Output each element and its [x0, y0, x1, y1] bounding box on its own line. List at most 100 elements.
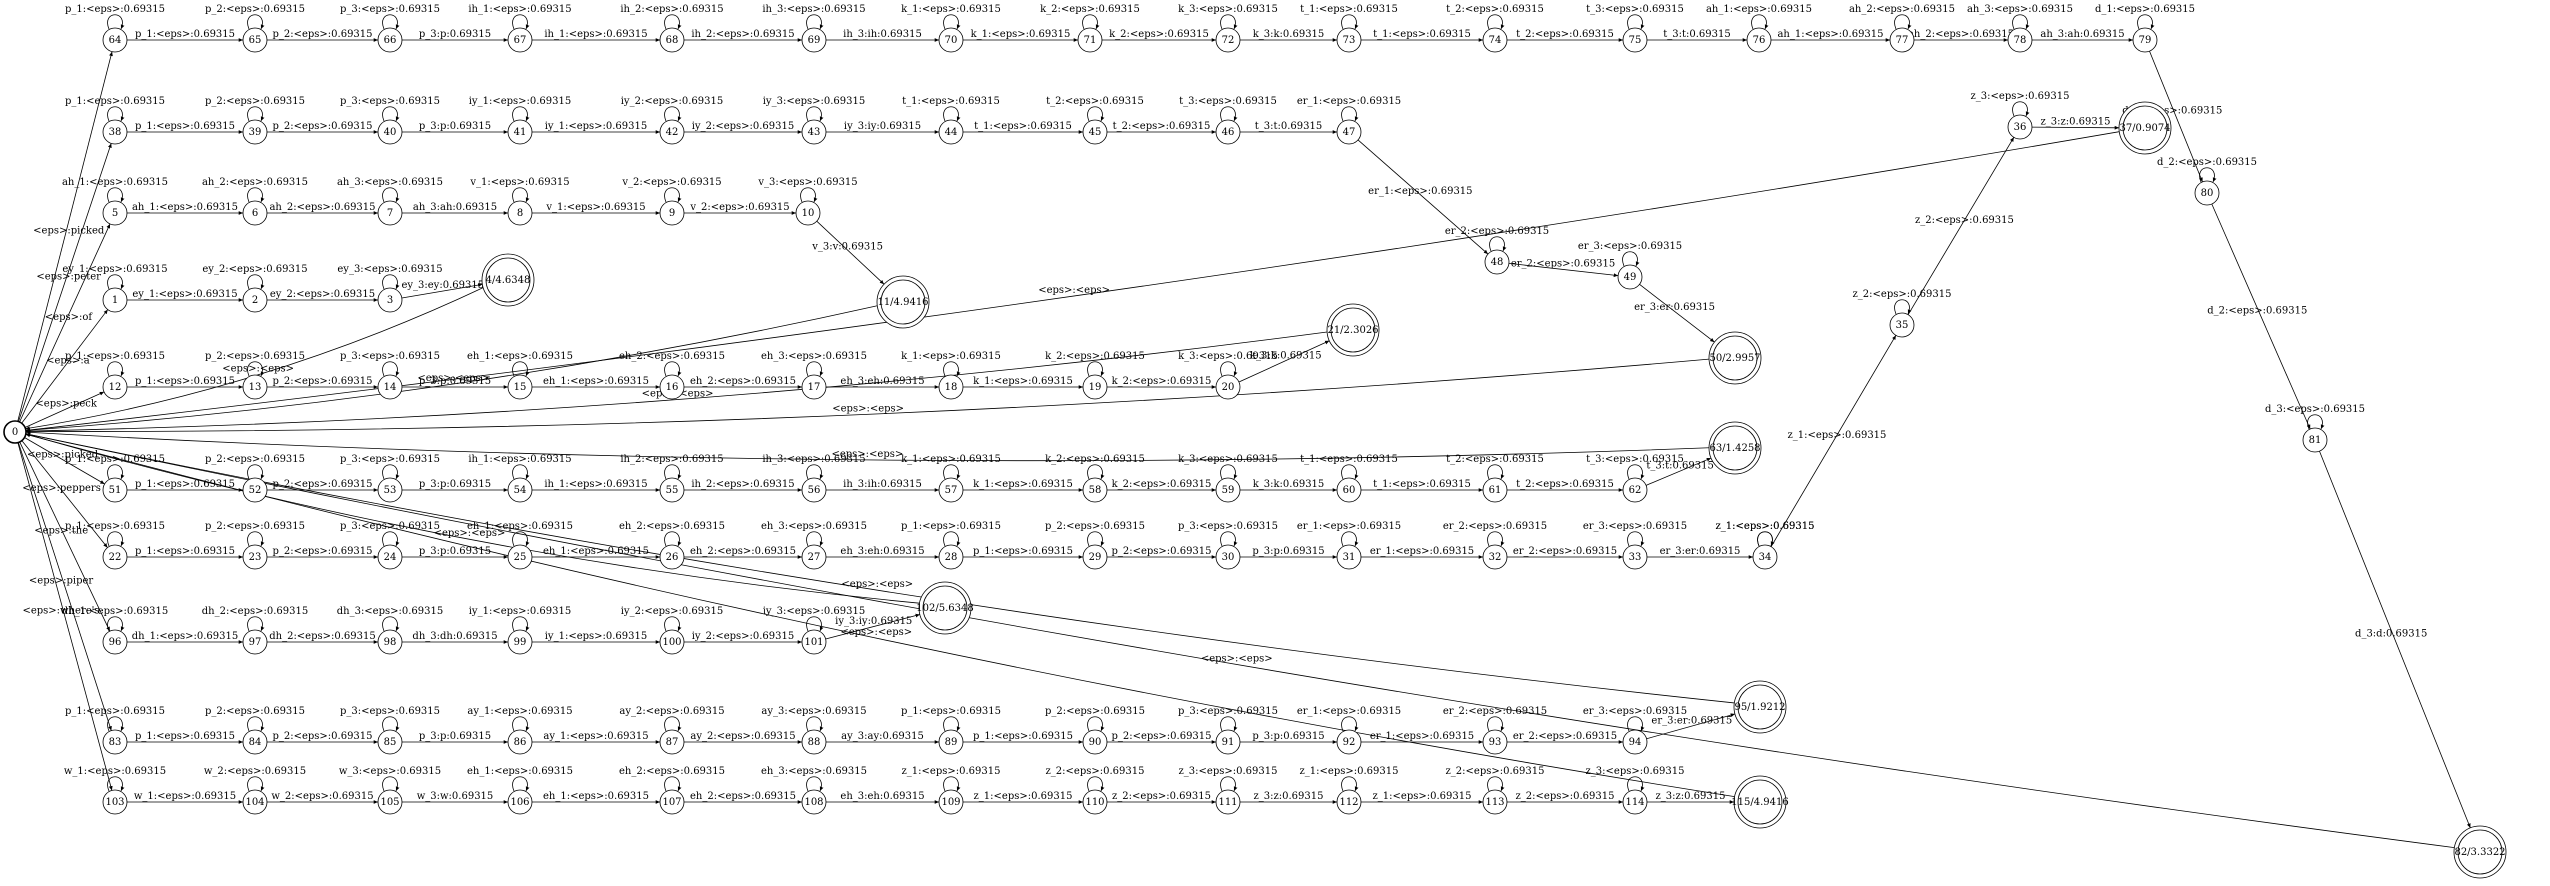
self-loop-22 [107, 531, 125, 547]
self-loop-8-label: v_1:<eps>:0.69315 [469, 177, 569, 188]
state-99: 99 [507, 629, 533, 655]
arc-66-67-label: p_3:p:0.69315 [419, 29, 491, 40]
arc-55-56-label: ih_2:<eps>:0.69315 [691, 479, 794, 490]
self-loop-106-label: eh_1:<eps>:0.69315 [467, 766, 573, 777]
arc-35-36-label: z_2:<eps>:0.69315 [1915, 215, 2014, 226]
state-label-76: 76 [1753, 35, 1766, 46]
arc-53-54-label: p_3:p:0.69315 [419, 479, 491, 490]
arc-68-69-label: ih_2:<eps>:0.69315 [691, 29, 794, 40]
return-arc-115 [25, 433, 1735, 798]
self-loop-38 [107, 106, 125, 122]
arc-52-53-label: p_2:<eps>:0.69315 [272, 479, 372, 490]
word-entry-arc-6-label: <eps>:peppers [22, 483, 101, 494]
arc-100-101-label: iy_2:<eps>:0.69315 [692, 631, 795, 642]
self-loop-92 [1341, 716, 1359, 732]
state-56: 56 [801, 477, 827, 503]
arc-34-35-label: z_1:<eps>:0.69315 [1787, 430, 1886, 441]
self-loop-46-label: t_3:<eps>:0.69315 [1179, 96, 1277, 107]
arc-104-105-label: w_2:<eps>:0.69315 [271, 791, 373, 802]
self-loop-2-label: ey_2:<eps>:0.69315 [202, 264, 307, 275]
arc-48-49 [1508, 262, 1619, 278]
state-68: 68 [659, 27, 685, 53]
self-loop-35 [1894, 299, 1912, 315]
self-loop-39-label: p_2:<eps>:0.69315 [205, 96, 305, 107]
word-entry-arc-5-label: <eps>:picked [27, 450, 99, 461]
state-50: 50/2.9957 [1708, 331, 1762, 385]
self-loop-112 [1341, 776, 1359, 792]
state-106: 106 [507, 789, 533, 815]
state-71: 71 [1077, 27, 1103, 53]
arc-97-98-label: dh_2:<eps>:0.69315 [269, 631, 376, 642]
arc-92-93-label: er_1:<eps>:0.69315 [1370, 731, 1474, 742]
state-label-68: 68 [666, 35, 679, 46]
arc-103-104-label: w_1:<eps>:0.69315 [134, 791, 236, 802]
self-loop-68-label: ih_2:<eps>:0.69315 [620, 4, 723, 15]
self-loop-111 [1220, 776, 1238, 792]
self-loop-88 [806, 716, 824, 732]
self-loop-8 [512, 187, 530, 203]
self-loop-103 [107, 776, 125, 792]
arc-43-44-label: iy_3:iy:0.69315 [844, 121, 921, 132]
return-arc-21 [25, 331, 1328, 433]
state-42: 42 [659, 119, 685, 145]
self-loop-89-label: p_1:<eps>:0.69315 [901, 706, 1001, 717]
return-arc-4-label: <eps>:<eps> [222, 363, 294, 374]
state-label-5: 5 [112, 208, 118, 219]
state-label-69: 69 [808, 35, 821, 46]
state-9: 9 [659, 200, 685, 226]
state-label-42: 42 [666, 127, 679, 138]
self-loop-39 [247, 106, 265, 122]
state-label-67: 67 [514, 35, 527, 46]
self-loop-91 [1220, 716, 1238, 732]
self-loop-111-label: z_3:<eps>:0.69315 [1179, 766, 1278, 777]
word-entry-arc-4 [24, 391, 105, 428]
self-loop-67 [512, 14, 530, 30]
arc-98-99-label: dh_3:dh:0.69315 [412, 631, 497, 642]
state-107: 107 [659, 789, 685, 815]
self-loop-73-label: t_1:<eps>:0.69315 [1300, 4, 1398, 15]
word-entry-arc-2 [19, 223, 111, 423]
state-22: 22 [102, 544, 128, 570]
self-loop-27-label: eh_3:<eps>:0.69315 [761, 521, 867, 532]
state-27: 27 [801, 544, 827, 570]
state-64: 64 [102, 27, 128, 53]
arc-31-32-label: er_1:<eps>:0.69315 [1370, 546, 1474, 557]
arc-45-46-label: t_2:<eps>:0.69315 [1113, 121, 1211, 132]
arc-10-11 [816, 220, 885, 285]
state-65: 65 [242, 27, 268, 53]
self-loop-12-label: p_1:<eps>:0.69315 [65, 351, 165, 362]
self-loop-19-label: k_2:<eps>:0.69315 [1045, 351, 1145, 362]
arc-83-84-label: p_1:<eps>:0.69315 [135, 731, 235, 742]
state-112: 112 [1336, 789, 1362, 815]
self-loop-81-label: d_3:<eps>:0.69315 [2265, 404, 2365, 415]
state-38: 38 [102, 119, 128, 145]
state-label-62: 62 [1629, 485, 1642, 496]
arc-47-48-label: er_1:<eps>:0.69315 [1368, 186, 1472, 197]
arc-44-45-label: t_1:<eps>:0.69315 [974, 121, 1072, 132]
state-90: 90 [1082, 729, 1108, 755]
state-label-4: 4/4.6348 [486, 275, 531, 286]
self-loop-99 [512, 616, 530, 632]
state-62: 62 [1622, 477, 1648, 503]
arc-18-19-label: k_1:<eps>:0.69315 [973, 376, 1073, 387]
state-label-11: 11/4.9416 [877, 297, 928, 308]
arc-40-41-label: p_3:p:0.69315 [419, 121, 491, 132]
arc-56-57-label: ih_3:ih:0.69315 [843, 479, 922, 490]
self-loop-103-label: w_1:<eps>:0.69315 [64, 766, 166, 777]
state-label-36: 36 [2014, 122, 2027, 133]
state-103: 103 [102, 789, 128, 815]
arc-22-23-label: p_1:<eps>:0.69315 [135, 546, 235, 557]
arc-49-50 [1639, 284, 1715, 343]
state-label-100: 100 [662, 637, 681, 648]
state-60: 60 [1336, 477, 1362, 503]
self-loop-3-label: ey_3:<eps>:0.69315 [337, 264, 442, 275]
self-loop-30-label: p_3:<eps>:0.69315 [1178, 521, 1278, 532]
state-43: 43 [801, 119, 827, 145]
arc-94-95-label: er_3:er:0.69315 [1651, 715, 1732, 726]
self-loop-26-label: eh_2:<eps>:0.69315 [619, 521, 725, 532]
self-loop-69-label: ih_3:<eps>:0.69315 [762, 4, 865, 15]
state-label-55: 55 [666, 485, 679, 496]
arc-36-37 [2031, 125, 2120, 130]
state-93: 93 [1482, 729, 1508, 755]
arc-20-21 [1238, 340, 1330, 383]
